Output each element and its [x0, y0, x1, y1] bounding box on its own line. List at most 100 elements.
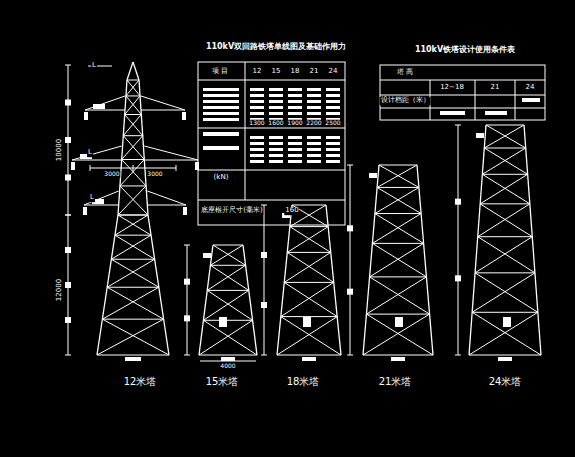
tower-line — [122, 136, 143, 160]
tower-line — [478, 204, 530, 237]
symbol-block — [307, 160, 321, 163]
table-cell: 项 目 — [211, 68, 229, 76]
tower-name: 18米塔 — [286, 376, 321, 387]
tower-line — [370, 243, 424, 277]
symbol-block — [71, 162, 75, 170]
tower-line — [65, 65, 71, 66]
tower-line — [118, 215, 148, 216]
symbol-block — [455, 275, 461, 281]
tower-line — [210, 265, 248, 290]
tower-line — [107, 287, 159, 288]
symbol-block — [307, 100, 321, 103]
symbol-block — [250, 142, 264, 145]
tower-line — [144, 146, 198, 160]
symbol-block — [250, 88, 264, 91]
tower-line — [277, 317, 337, 355]
tower-line — [65, 355, 71, 356]
tower-name: 15米塔 — [205, 376, 240, 387]
tower-line — [363, 314, 430, 355]
tower-line — [111, 235, 151, 259]
symbol-block — [288, 148, 302, 151]
symbol-block — [307, 136, 321, 139]
symbol-block — [261, 302, 267, 308]
dimension-text: L — [91, 62, 97, 70]
tower-line — [482, 174, 527, 175]
tower-line — [122, 159, 145, 160]
tower-line — [176, 165, 177, 171]
tower-line — [372, 243, 426, 277]
symbol-block — [307, 154, 321, 157]
tower-line — [133, 62, 139, 80]
tower-line — [347, 165, 353, 166]
tower-line — [515, 80, 516, 120]
symbol-block — [288, 154, 302, 157]
tower-line — [90, 165, 91, 171]
tower-line — [198, 200, 345, 201]
tower-line — [292, 205, 326, 206]
symbol-block — [219, 317, 227, 327]
table-cell: 底座根开尺寸(毫米) — [200, 207, 263, 215]
tower-line — [245, 62, 246, 200]
tower-line — [363, 165, 379, 355]
symbol-block — [326, 94, 340, 97]
symbol-block — [65, 317, 71, 323]
tower-line — [287, 252, 330, 253]
symbol-block — [326, 136, 340, 139]
symbol-block — [395, 317, 403, 327]
tower-line — [199, 355, 257, 356]
tower-line — [184, 245, 190, 246]
tower-line — [122, 160, 146, 186]
symbol-block — [326, 100, 340, 103]
symbol-block — [269, 106, 283, 109]
tower-line — [120, 185, 146, 186]
symbol-block — [307, 88, 321, 91]
tower-line — [380, 108, 545, 109]
symbol-block — [347, 289, 353, 295]
symbol-block — [65, 282, 71, 288]
symbol-block — [326, 160, 340, 163]
table-cell: 设计档距（米） — [380, 97, 431, 105]
tower-line — [84, 191, 119, 205]
tower-line — [118, 80, 127, 215]
tower-line — [72, 159, 122, 160]
symbol-block — [288, 142, 302, 145]
table-cell: 24 — [525, 84, 536, 92]
tower-line — [118, 215, 148, 216]
symbol-block — [288, 112, 302, 115]
tower-line — [141, 109, 185, 110]
tower-line — [287, 252, 333, 282]
symbol-block — [203, 253, 211, 258]
tower-line — [102, 319, 169, 355]
tower-line — [484, 125, 524, 148]
tower-line — [326, 205, 341, 355]
tower-line — [133, 165, 134, 171]
tower-line — [455, 125, 461, 126]
symbol-block — [250, 136, 264, 139]
symbol-block — [269, 112, 283, 115]
tower-line — [366, 314, 433, 355]
tower-line — [482, 174, 529, 204]
tower-line — [478, 236, 533, 237]
tower-line — [97, 319, 164, 355]
tower-line — [264, 205, 265, 355]
symbol-block — [307, 112, 321, 115]
tower-line — [375, 214, 424, 244]
tower-line — [455, 355, 461, 356]
symbol-block — [326, 148, 340, 151]
table-cell: 21 — [309, 68, 320, 76]
table-cell: 2200 — [305, 120, 322, 127]
symbol-block — [269, 148, 283, 151]
tower-line — [261, 205, 267, 206]
table-cell: 18 — [290, 68, 301, 76]
tower-line — [377, 165, 417, 187]
tower-line — [72, 146, 122, 160]
tower-line — [372, 243, 423, 244]
symbol-block — [221, 357, 235, 361]
dimension-text: 10000 — [56, 138, 64, 162]
tower-line — [484, 148, 527, 174]
tower-line — [210, 265, 245, 266]
symbol-block — [184, 279, 190, 285]
symbol-block — [269, 100, 283, 103]
tower-line — [350, 165, 351, 355]
